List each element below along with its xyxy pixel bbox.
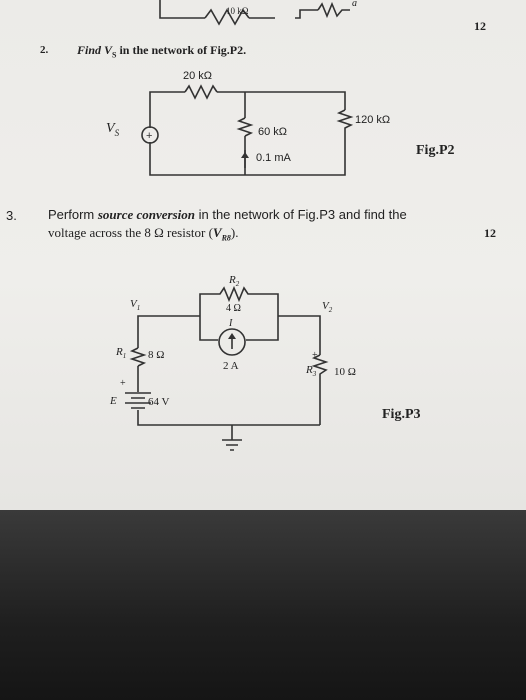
p3-line2-b: ).: [230, 225, 239, 240]
p3-line1-b: in the network of Fig.P3 and find the: [194, 207, 407, 222]
p3-line1-a: Perform: [48, 207, 98, 222]
p3-line2-a: voltage across the 8 Ω resistor (: [48, 225, 213, 240]
p2-top-wire-left: [149, 91, 185, 128]
p3-r2-var: R: [229, 274, 236, 286]
desk-shadow: [0, 510, 526, 700]
p3-top-right-wire: [278, 315, 321, 355]
p2-source-label: VS: [106, 121, 119, 138]
p3-resistor-r1: [129, 347, 147, 367]
p2-number: 2.: [40, 44, 49, 56]
p2-r2-label: 60 kΩ: [258, 126, 288, 138]
p3-r1-value: 8 Ω: [148, 349, 165, 361]
p3-battery-long: [125, 392, 151, 404]
p3-r2-name: R2: [229, 274, 239, 288]
p2-source-sub: S: [114, 127, 120, 138]
p2-current-label: 0.1 mA: [256, 152, 291, 164]
p3-v2-sub: 2: [328, 306, 333, 315]
p2-top-wire-right: [217, 91, 346, 110]
p2-source-circle: [141, 126, 159, 144]
p3-question-line1: Perform source conversion in the network…: [48, 207, 407, 223]
fragment-resistor: [204, 8, 250, 26]
fragment-wire-left: [159, 0, 205, 19]
p3-v1-label: V1: [130, 298, 140, 312]
p3-resistor-r2: [199, 285, 279, 316]
p3-e-plus: +: [120, 378, 126, 389]
p2-r1-label: 20 kΩ: [183, 70, 213, 82]
p2-question-start: Find V: [77, 43, 113, 57]
p2-source-plus: +: [146, 130, 152, 142]
p3-marks: 12: [484, 226, 496, 240]
p3-current-arrow-head: [228, 333, 236, 339]
p3-v2-label: V2: [322, 300, 332, 314]
p3-v2-var: V: [322, 300, 329, 312]
p3-r2-value: 4 Ω: [226, 303, 241, 314]
p2-resistor-20k: [184, 84, 218, 100]
p3-r1-name: R1: [116, 346, 126, 360]
p3-left-wire: [137, 315, 200, 348]
p3-current-value: 2 A: [223, 360, 239, 372]
p3-r3-value: 10 Ω: [334, 366, 356, 378]
p2-marks: 12: [474, 19, 486, 33]
p3-v1-var: V: [130, 298, 137, 310]
p2-resistor-120k: [336, 109, 354, 135]
fragment-wire-right2: [295, 9, 318, 19]
p2-source-var: V: [106, 121, 115, 136]
p3-fig-label: Fig.P3: [382, 407, 421, 422]
p2-fig-label: Fig.P2: [416, 143, 455, 158]
p3-r3-var: R: [306, 364, 313, 376]
p3-line2-sub: R8: [221, 233, 231, 243]
p3-ground-symbol: [222, 439, 242, 451]
p3-r1-var: R: [116, 346, 123, 358]
p3-question-line2: voltage across the 8 Ω resistor (VR8).: [48, 225, 239, 243]
p2-question-rest: in the network of Fig.P2.: [116, 43, 247, 57]
p3-e-value: 64 V: [148, 396, 170, 408]
p2-current-arrow-head: [241, 152, 249, 158]
fragment-resistor-right: [317, 1, 350, 19]
p3-e-name: E: [110, 395, 117, 407]
p3-r2-sub: 2: [235, 280, 240, 289]
p3-v1-sub: 1: [136, 304, 141, 313]
p3-r3-plus: +: [312, 350, 318, 361]
p2-left-wire-bottom: [149, 135, 346, 176]
p3-line1-em: source conversion: [97, 207, 195, 222]
p3-number: 3.: [6, 208, 17, 223]
p2-question: Find VS in the network of Fig.P2.: [77, 43, 246, 59]
p3-r1-sub: 1: [122, 352, 127, 361]
p3-current-source: [218, 328, 246, 356]
p3-current-source-wires: [199, 316, 279, 341]
p2-resistor-60k: [236, 117, 254, 137]
p3-r3-name: R3: [306, 364, 316, 378]
p3-battery-short: [131, 397, 145, 409]
p3-line2-var: V: [212, 225, 222, 240]
fragment-tail-label: a: [352, 0, 357, 9]
fragment-resistor-label: 10 kΩ: [226, 6, 249, 16]
p3-resistor-r3: [311, 354, 329, 425]
p3-wire-e-to-bottom: [137, 410, 320, 426]
p3-current-var: I: [229, 318, 233, 329]
p2-r3-label: 120 kΩ: [355, 114, 391, 126]
p3-r3-sub: 3: [312, 370, 317, 379]
p2-question-sub: S: [112, 50, 117, 60]
